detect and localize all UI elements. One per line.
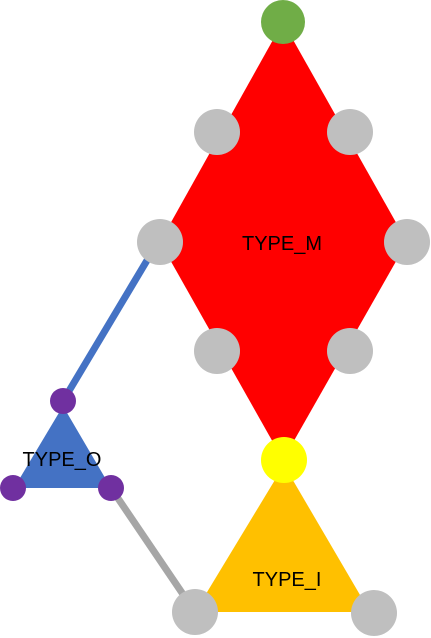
type-o-top-port[interactable] [50, 388, 76, 414]
connector-type-o-to-type-m [59, 240, 162, 403]
type-i-label: TYPE_I [253, 569, 322, 591]
type-i-left-port[interactable] [172, 589, 218, 635]
type-o-label: TYPE_O [23, 449, 102, 471]
type-i-triangle[interactable] [195, 465, 370, 612]
type-m-lower-right-port[interactable] [327, 328, 373, 374]
type-m-top-port[interactable] [261, 0, 305, 44]
type-i-right-port[interactable] [351, 590, 397, 636]
type-m-left-port[interactable] [137, 219, 183, 265]
type-m-upper-left-port[interactable] [194, 109, 240, 155]
type-m-type-i-junction-port[interactable] [261, 437, 307, 483]
type-m-label: TYPE_M [242, 233, 322, 255]
type-m-upper-right-port[interactable] [327, 109, 373, 155]
type-o-right-port[interactable] [98, 475, 124, 501]
type-o-left-port[interactable] [0, 475, 26, 501]
connector-type-o-to-type-i [108, 486, 198, 614]
type-m-right-port[interactable] [384, 219, 430, 265]
type-o-triangle[interactable] [14, 406, 111, 488]
type-m-lower-left-port[interactable] [194, 328, 240, 374]
